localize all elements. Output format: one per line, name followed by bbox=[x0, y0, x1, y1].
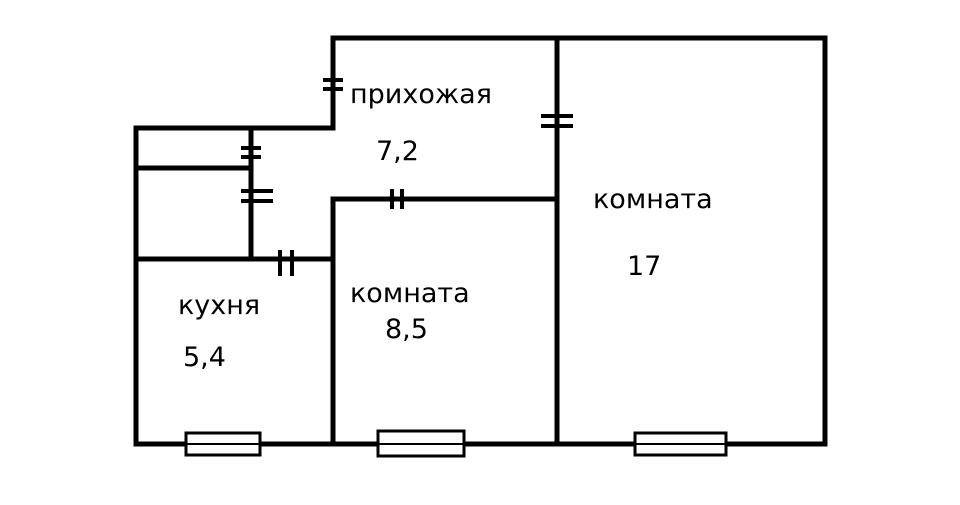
outer-wall bbox=[133, 35, 828, 447]
window-small-room bbox=[376, 429, 466, 458]
door-entrance bbox=[323, 78, 343, 91]
large-room-name: комната bbox=[593, 184, 713, 215]
door-bathroom bbox=[241, 189, 273, 203]
small-room-area: 8,5 bbox=[385, 314, 428, 345]
window-big-room bbox=[633, 431, 728, 457]
door-big-room bbox=[541, 114, 573, 128]
hallway-area: 7,2 bbox=[376, 136, 419, 167]
door-kitchen bbox=[278, 250, 294, 276]
windows bbox=[184, 429, 728, 458]
small-room-name: комната bbox=[350, 278, 470, 309]
hallway-name: прихожая bbox=[350, 79, 492, 110]
interior-walls bbox=[133, 35, 560, 447]
kitchen-name: кухня bbox=[178, 290, 261, 321]
outer-walls bbox=[133, 35, 828, 447]
window-kitchen bbox=[184, 431, 262, 457]
doors bbox=[241, 78, 573, 276]
large-room-area: 17 bbox=[627, 251, 662, 282]
kitchen-area: 5,4 bbox=[183, 342, 226, 373]
door-toilet bbox=[241, 146, 261, 159]
door-small-room bbox=[390, 189, 404, 209]
